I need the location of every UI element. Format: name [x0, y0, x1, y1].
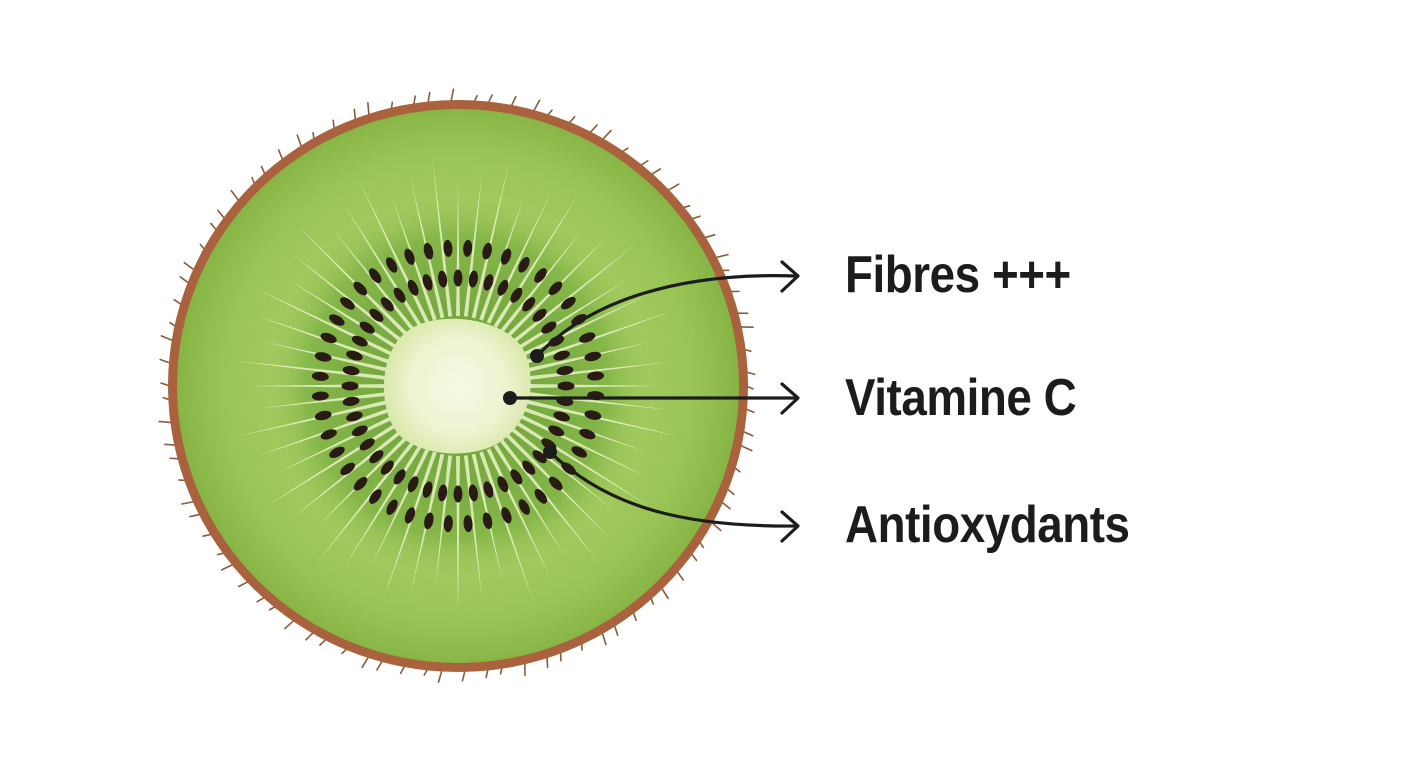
kiwi-core [384, 319, 531, 454]
fibres-dot [530, 349, 544, 363]
antioxydants-dot [543, 445, 557, 459]
label-antioxydants: Antioxydants [845, 499, 1130, 551]
vitamine-c-dot [503, 391, 517, 405]
label-fibres: Fibres +++ [845, 249, 1071, 301]
label-vitamine-c: Vitamine C [845, 372, 1076, 424]
